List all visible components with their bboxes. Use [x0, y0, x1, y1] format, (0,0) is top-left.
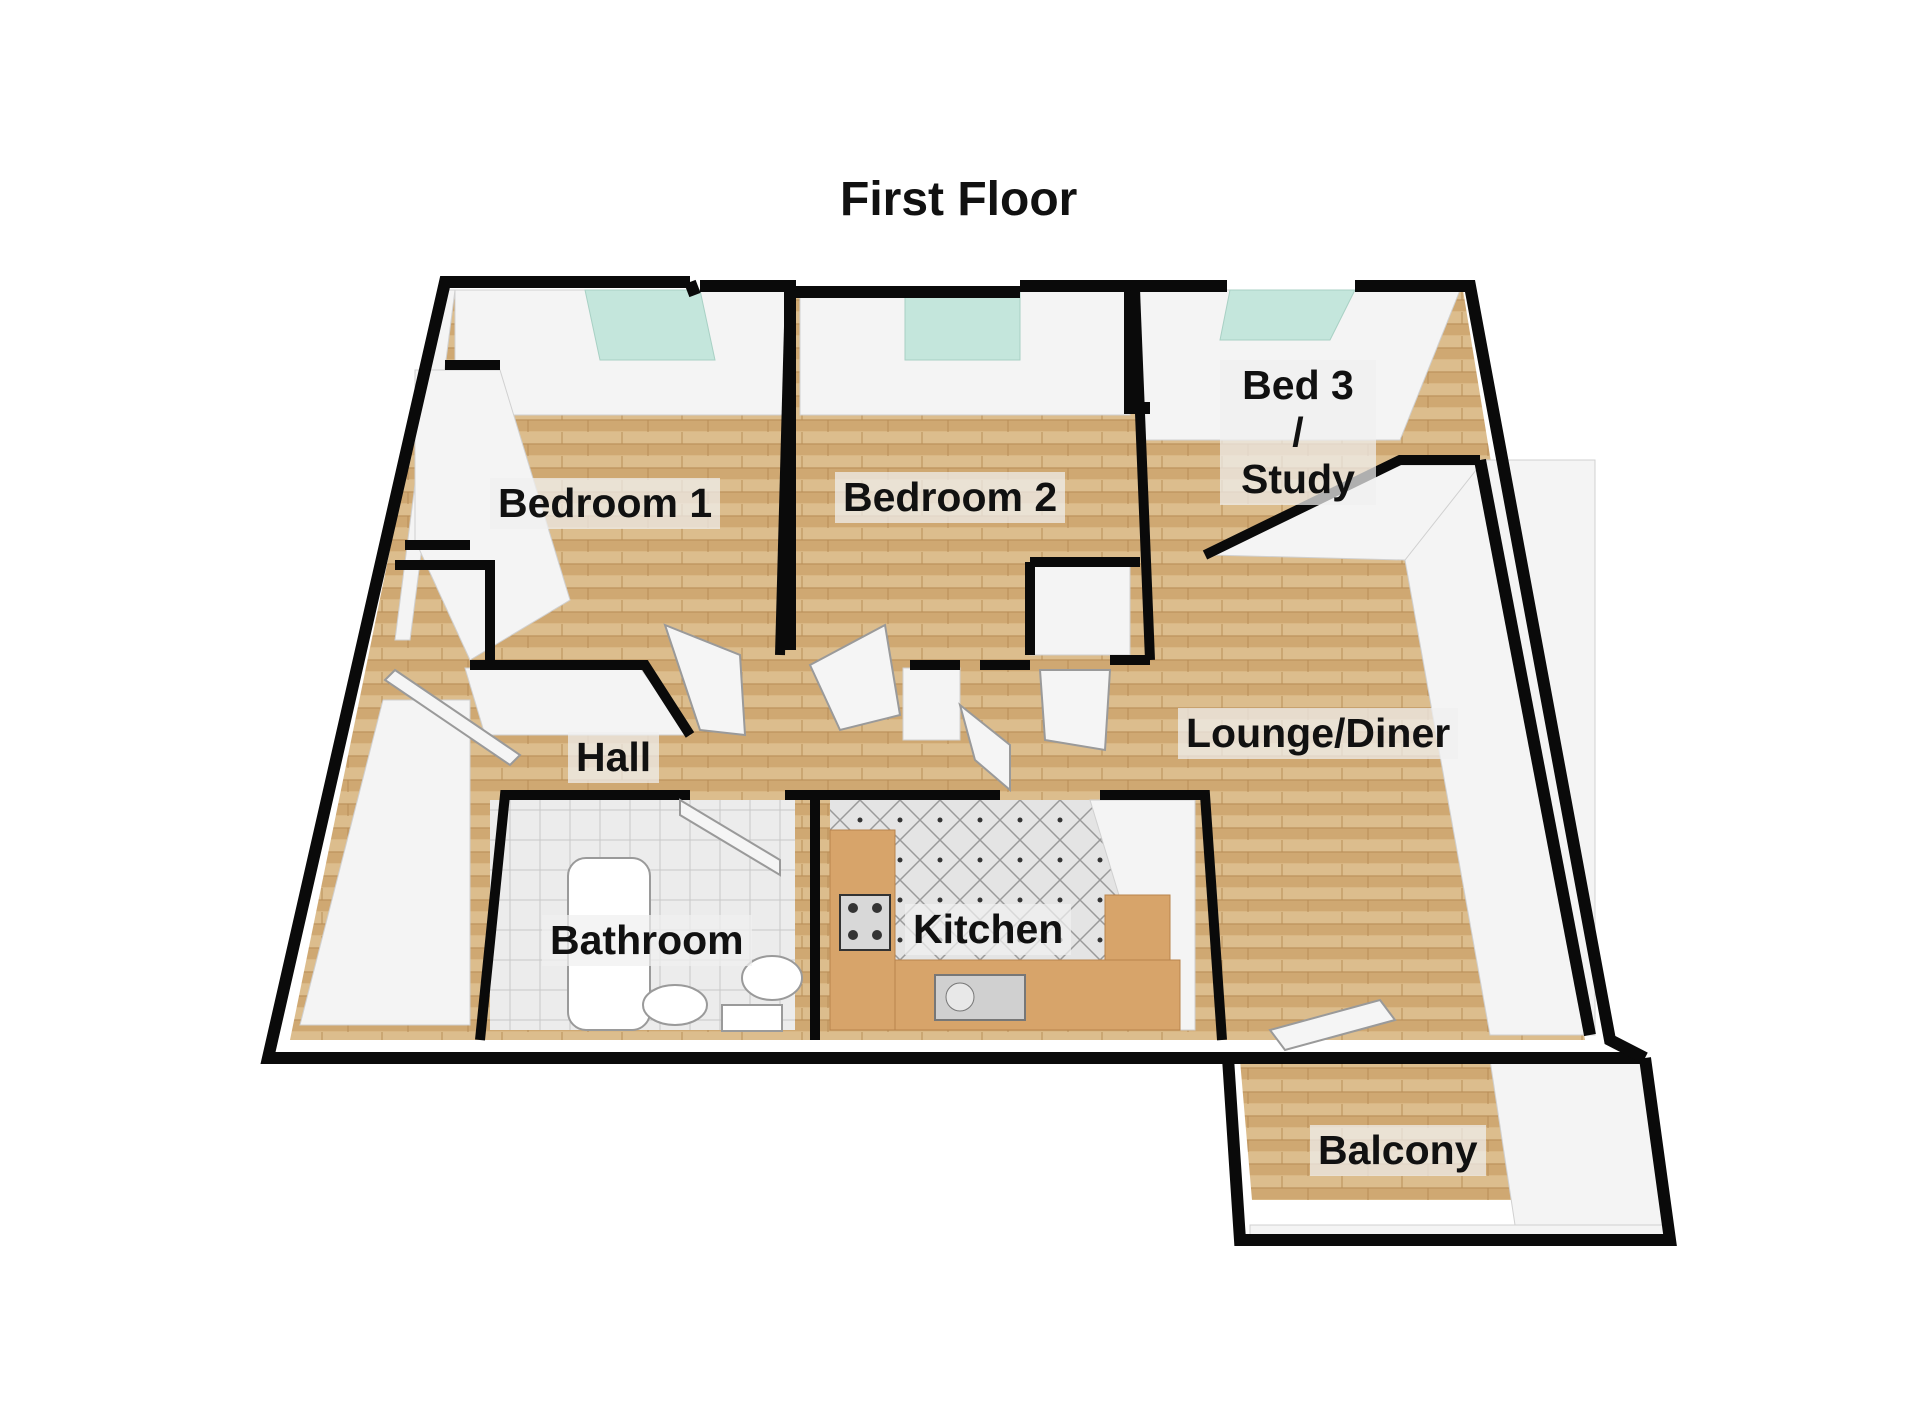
windows	[584, 289, 1356, 361]
room-label-bed-3-line2: /	[1292, 409, 1304, 456]
kitchen-fixtures	[829, 829, 1181, 1031]
outer-walls	[260, 276, 1648, 1064]
room-label-bedroom-2: Bedroom 2	[835, 472, 1066, 524]
doors	[383, 623, 1397, 1052]
interior-walls	[395, 289, 1480, 1041]
hob	[839, 894, 891, 951]
floor-title: First Floor	[840, 173, 1078, 226]
room-label-balcony: Balcony	[1310, 1125, 1486, 1177]
room-label-kitchen: Kitchen	[905, 904, 1072, 956]
room-label-bed-3-line3: Study	[1241, 456, 1355, 503]
room-label-lounge-diner: Lounge/Diner	[1178, 708, 1459, 760]
room-label-bed-3-line1: Bed 3	[1242, 362, 1354, 408]
toilet	[741, 955, 803, 1001]
balcony-walls	[1222, 1057, 1677, 1246]
room-label-bedroom-1: Bedroom 1	[490, 478, 721, 530]
basin	[642, 984, 708, 1026]
room-label-bed-3-study: Bed 3 / Study	[1220, 360, 1376, 506]
room-label-bathroom: Bathroom	[542, 915, 752, 967]
room-label-hall: Hall	[568, 732, 660, 784]
